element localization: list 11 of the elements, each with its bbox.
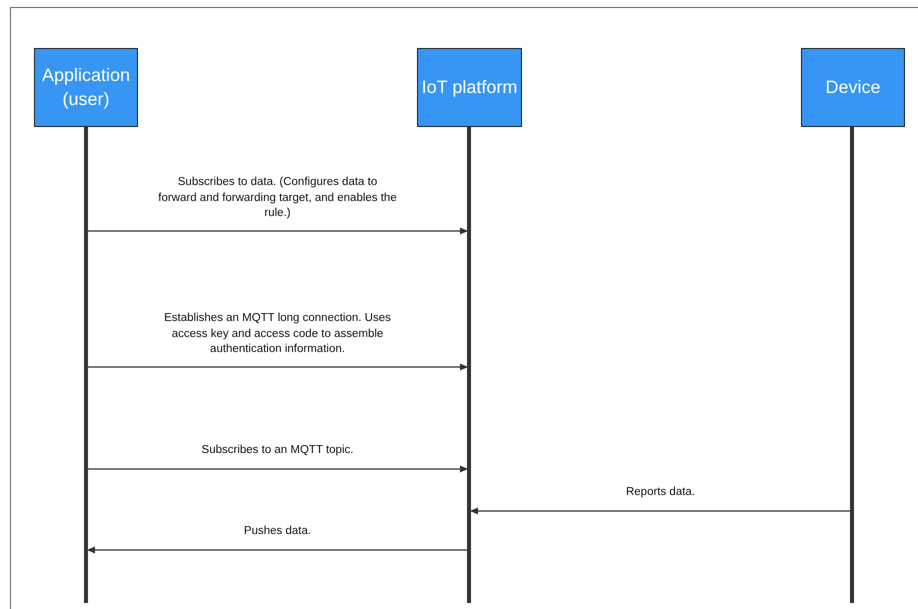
participant-box: Application (user) xyxy=(34,48,138,127)
participant-box: IoT platform xyxy=(417,48,522,127)
participant-box: Device xyxy=(801,48,905,127)
message-arrow xyxy=(470,508,850,514)
message-arrow xyxy=(88,364,468,370)
lifeline xyxy=(467,127,471,603)
message-arrow xyxy=(87,546,467,554)
lifeline xyxy=(84,127,88,603)
message-arrow xyxy=(88,466,468,472)
message-arrow xyxy=(88,228,468,234)
lifeline xyxy=(850,127,854,603)
